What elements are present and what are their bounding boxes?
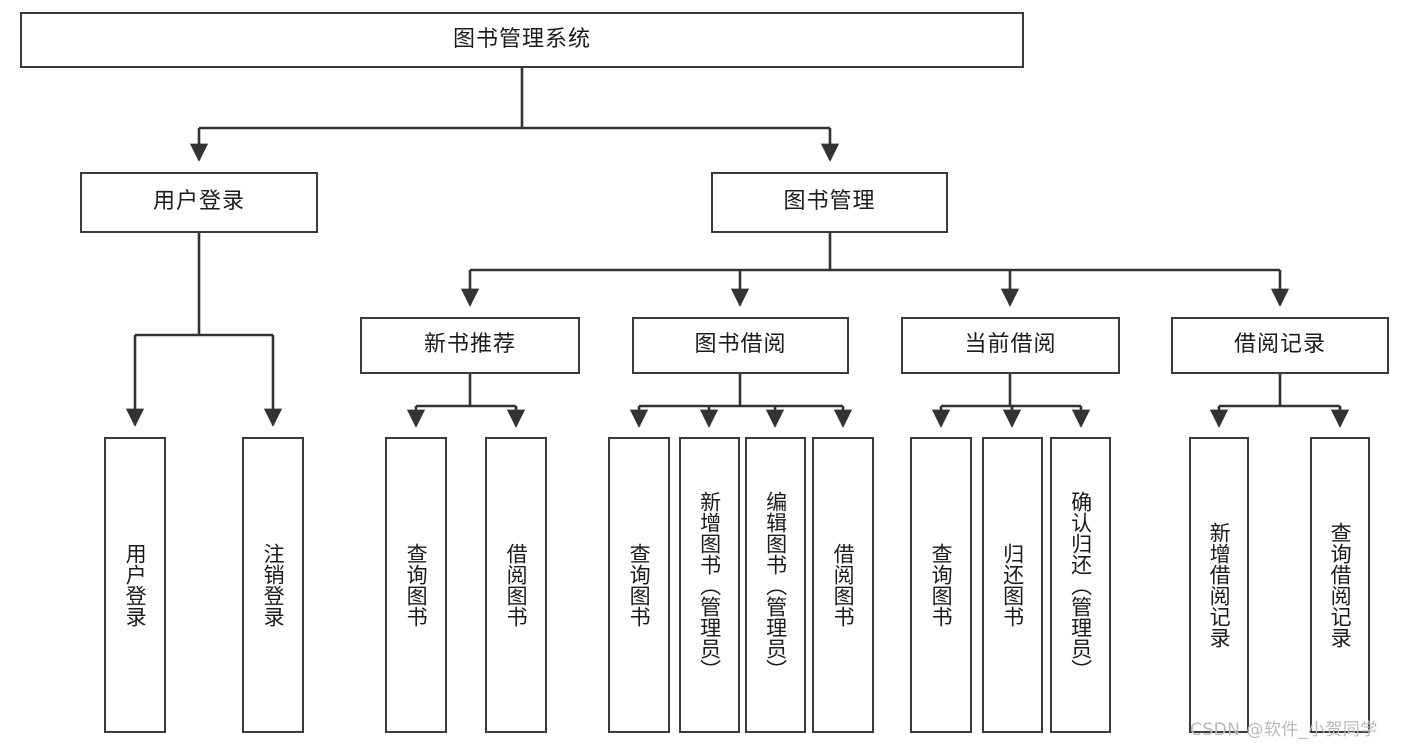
leaf-query-book-borrow[interactable]: 查询图书 xyxy=(608,437,670,733)
leaf-add-book-admin-label: 新增图书（管理员） xyxy=(697,490,722,680)
leaf-return-book[interactable]: 归还图书 xyxy=(982,437,1043,733)
leaf-user-login[interactable]: 用户登录 xyxy=(104,437,166,733)
leaf-confirm-return-admin[interactable]: 确认归还（管理员） xyxy=(1050,437,1111,733)
node-borrow-record[interactable]: 借阅记录 xyxy=(1171,317,1389,374)
node-new-book-recommend-label: 新书推荐 xyxy=(423,332,516,358)
node-root[interactable]: 图书管理系统 xyxy=(20,12,1024,68)
leaf-edit-book-admin-label: 编辑图书（管理员） xyxy=(763,490,788,680)
leaf-borrow-book-label: 借阅图书 xyxy=(831,543,856,627)
leaf-query-book-borrow-label: 查询图书 xyxy=(627,543,652,627)
leaf-user-login-label: 用户登录 xyxy=(123,543,148,627)
leaf-return-book-label: 归还图书 xyxy=(1000,543,1025,627)
leaf-borrow-book-new[interactable]: 借阅图书 xyxy=(485,437,547,733)
leaf-query-book-new-label: 查询图书 xyxy=(404,543,429,627)
node-user-login[interactable]: 用户登录 xyxy=(80,172,318,233)
leaf-borrow-book[interactable]: 借阅图书 xyxy=(812,437,874,733)
node-book-borrow[interactable]: 图书借阅 xyxy=(632,317,849,374)
leaf-add-borrow-record[interactable]: 新增借阅记录 xyxy=(1189,437,1249,733)
leaf-query-book-current[interactable]: 查询图书 xyxy=(910,437,972,733)
node-book-borrow-label: 图书借阅 xyxy=(694,332,787,358)
leaf-query-borrow-record-label: 查询借阅记录 xyxy=(1328,522,1353,648)
leaf-edit-book-admin[interactable]: 编辑图书（管理员） xyxy=(745,437,806,733)
node-new-book-recommend[interactable]: 新书推荐 xyxy=(360,317,580,374)
leaf-query-book-new[interactable]: 查询图书 xyxy=(385,437,447,733)
node-root-label: 图书管理系统 xyxy=(452,26,591,52)
leaf-query-borrow-record[interactable]: 查询借阅记录 xyxy=(1310,437,1370,733)
node-current-borrow[interactable]: 当前借阅 xyxy=(901,317,1120,374)
leaf-query-book-current-label: 查询图书 xyxy=(929,543,954,627)
node-book-management-label: 图书管理 xyxy=(783,189,876,215)
leaf-add-borrow-record-label: 新增借阅记录 xyxy=(1207,522,1232,648)
node-current-borrow-label: 当前借阅 xyxy=(964,332,1057,358)
leaf-logout[interactable]: 注销登录 xyxy=(242,437,304,733)
leaf-add-book-admin[interactable]: 新增图书（管理员） xyxy=(679,437,740,733)
leaf-logout-label: 注销登录 xyxy=(261,543,286,627)
node-user-login-label: 用户登录 xyxy=(152,189,245,215)
node-borrow-record-label: 借阅记录 xyxy=(1233,332,1326,358)
csdn-watermark: CSDN @软件_小贺同学 xyxy=(1190,720,1378,740)
leaf-confirm-return-admin-label: 确认归还（管理员） xyxy=(1068,490,1093,680)
leaf-borrow-book-new-label: 借阅图书 xyxy=(504,543,529,627)
node-book-management[interactable]: 图书管理 xyxy=(711,172,948,233)
